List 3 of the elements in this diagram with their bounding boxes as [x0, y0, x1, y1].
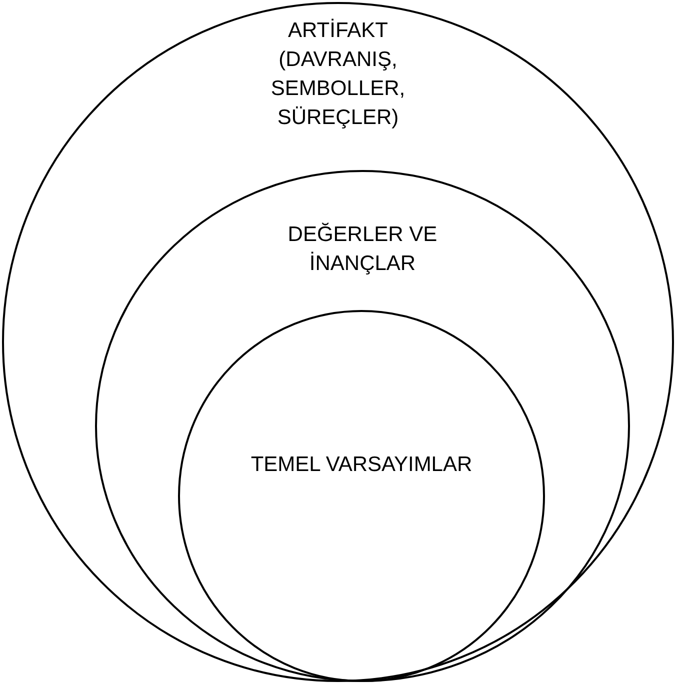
- layer-label: ARTİFAKT (DAVRANIŞ, SEMBOLLER, SÜREÇLER): [270, 18, 406, 131]
- layer-label: DEĞERLER VE İNANÇLAR: [286, 222, 438, 277]
- layer-label: TEMEL VARSAYIMLAR: [250, 452, 474, 478]
